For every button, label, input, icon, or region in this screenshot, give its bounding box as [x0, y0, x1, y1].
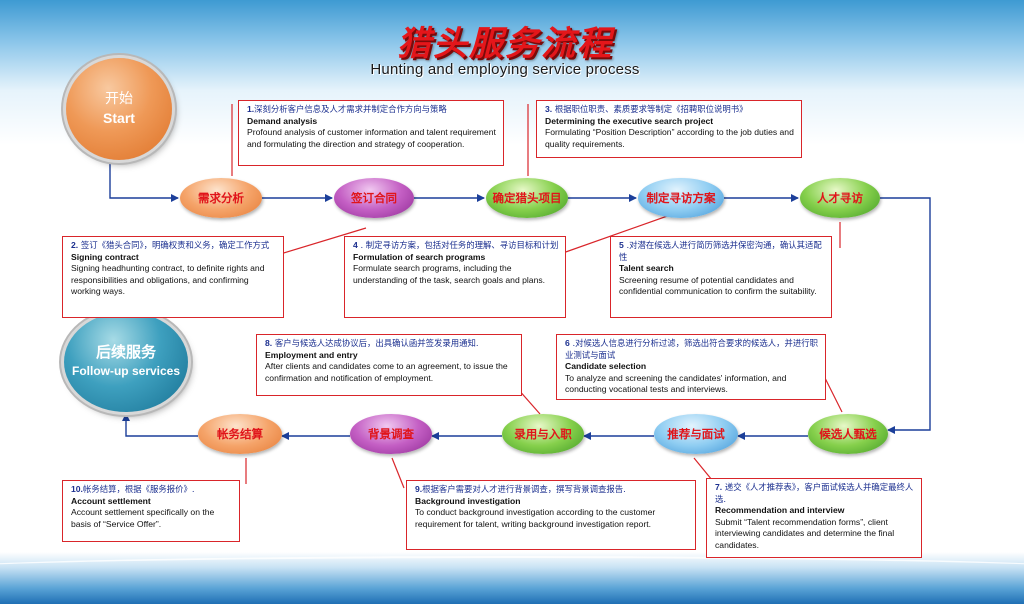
start-circle: 开始 Start	[66, 58, 172, 160]
node-candidate-selection: 候选人甄选	[808, 414, 888, 454]
step-2-cn: 签订《猎头合同》，明确权责和义务，确定工作方式	[78, 240, 270, 250]
step-5-title: Talent search	[619, 263, 674, 274]
step-1-title: Demand analysis	[247, 115, 318, 126]
step-7-number: 7.	[715, 482, 723, 492]
node-signing-contract: 签订合同	[334, 178, 414, 218]
step-10-number: 10.	[71, 484, 83, 494]
title-block: 猎头服务流程 Hunting and employing service pro…	[370, 24, 640, 78]
arrow-account-to-followup	[122, 413, 198, 437]
follow-up-label-cn: 后续服务	[95, 343, 156, 361]
bottom-decoration	[0, 552, 1024, 604]
step-4-number: 4	[353, 240, 358, 250]
node-background-investigation: 背景调查	[350, 414, 432, 454]
step-3-number: 3.	[545, 104, 553, 114]
arrow-search-to-selection	[880, 197, 931, 434]
title-english: Hunting and employing service process	[370, 61, 640, 78]
follow-up-label-en: Follow-up services	[71, 364, 181, 378]
step-5-number: 5	[619, 240, 624, 250]
start-label-cn: 开始	[105, 91, 133, 107]
step-2-title: Signing contract	[71, 251, 139, 262]
step-2-number: 2.	[71, 240, 79, 250]
step-box-9: 9.根据客户需要对人才进行背景调查，撰写背景调查报告. Background i…	[406, 480, 696, 550]
step-8-number: 8.	[265, 338, 273, 348]
follow-up-circle: 后续服务 Follow-up services	[64, 312, 188, 412]
step-7-desc: Submit “Talent recommendation forms”, cl…	[715, 516, 895, 550]
node-account-settlement: 帐务结算	[198, 414, 282, 454]
step-6-number: 6	[565, 338, 570, 348]
step-8-desc: After clients and candidates come to an …	[265, 361, 508, 383]
step-9-number: 9.	[415, 484, 423, 494]
callout-7	[693, 457, 713, 481]
node-demand-analysis: 需求分析	[180, 178, 262, 218]
step-10-desc: Account settlement specifically on the b…	[71, 507, 215, 529]
step-10-title: Account settlement	[71, 495, 151, 506]
step-9-cn: 根据客户需要对人才进行背景调查，撰写背景调查报告.	[422, 484, 626, 494]
step-1-number: 1.	[247, 104, 255, 114]
step-6-cn: .对候选人信息进行分析过滤，筛选出符合要求的候选人，并进行职业测试与面试	[565, 338, 818, 360]
step-7-cn: 递交《人才推荐表》，客户面试候选人并确定最终人选.	[715, 482, 914, 504]
step-7-title: Recommendation and interview	[715, 505, 845, 516]
step-box-5: 5 .对潜在候选人进行简历筛选并保密沟通，确认其适配性 Talent searc…	[610, 236, 832, 318]
step-box-3: 3. 根据职位职责、素质要求等制定《招聘职位说明书》 Determining t…	[536, 100, 802, 158]
step-6-desc: To analyze and screening the candidates'…	[565, 372, 787, 395]
step-2-desc: Signing headhunting contract, to definit…	[71, 263, 265, 297]
step-4-cn: . 制定寻访方案，包括对任务的理解、寻访目标和计划	[357, 240, 559, 250]
title-chinese: 猎头服务流程	[397, 24, 613, 64]
step-5-desc: Screening resume of potential candidates…	[619, 274, 817, 297]
step-box-6: 6 .对候选人信息进行分析过滤，筛选出符合要求的候选人，并进行职业测试与面试 C…	[556, 334, 826, 400]
arrow-start-to-demand	[109, 160, 179, 202]
step-box-2: 2. 签订《猎头合同》，明确权责和义务，确定工作方式 Signing contr…	[62, 236, 284, 318]
step-1-cn: 深刻分析客户信息及人才需求并制定合作方向与策略	[254, 104, 447, 114]
start-label-en: Start	[103, 110, 135, 126]
step-8-cn: 客户与候选人达成协议后，出具确认函并签发录用通知.	[272, 338, 479, 348]
step-5-cn: .对潜在候选人进行简历筛选并保密沟通，确认其适配性	[619, 240, 822, 262]
node-determine-project: 确定猎头项目	[486, 178, 568, 218]
step-6-title: Candidate selection	[565, 361, 647, 372]
node-talent-search: 人才寻访	[800, 178, 880, 218]
step-4-title: Formulation of search programs	[353, 251, 486, 262]
step-9-desc: To conduct background investigation acco…	[415, 507, 656, 529]
node-recommendation-interview: 推荐与面试	[654, 414, 738, 454]
step-4-desc: Formulate search programs, including the…	[353, 263, 546, 285]
step-3-desc: Formulating “Position Description” accor…	[545, 127, 794, 149]
step-box-1: 1.深刻分析客户信息及人才需求并制定合作方向与策略 Demand analysi…	[238, 100, 504, 166]
node-employment-entry: 录用与入职	[502, 414, 584, 454]
step-3-cn: 根据职位职责、素质要求等制定《招聘职位说明书》	[552, 104, 748, 114]
step-3-title: Determining the executive search project	[545, 115, 714, 126]
callout-9	[391, 457, 405, 489]
step-box-7: 7. 递交《人才推荐表》，客户面试候选人并确定最终人选. Recommendat…	[706, 478, 922, 558]
step-10-cn: 帐务结算，根据《服务报价》.	[82, 484, 195, 494]
step-box-4: 4 . 制定寻访方案，包括对任务的理解、寻访目标和计划 Formulation …	[344, 236, 566, 318]
node-search-plan: 制定寻访方案	[638, 178, 724, 218]
step-8-title: Employment and entry	[265, 349, 358, 360]
step-1-desc: Profound analysis of customer informatio…	[247, 127, 496, 149]
step-box-8: 8. 客户与候选人达成协议后，出具确认函并签发录用通知. Employment …	[256, 334, 522, 396]
step-box-10: 10.帐务结算，根据《服务报价》. Account settlement Acc…	[62, 480, 240, 542]
step-9-title: Background investigation	[415, 495, 521, 506]
